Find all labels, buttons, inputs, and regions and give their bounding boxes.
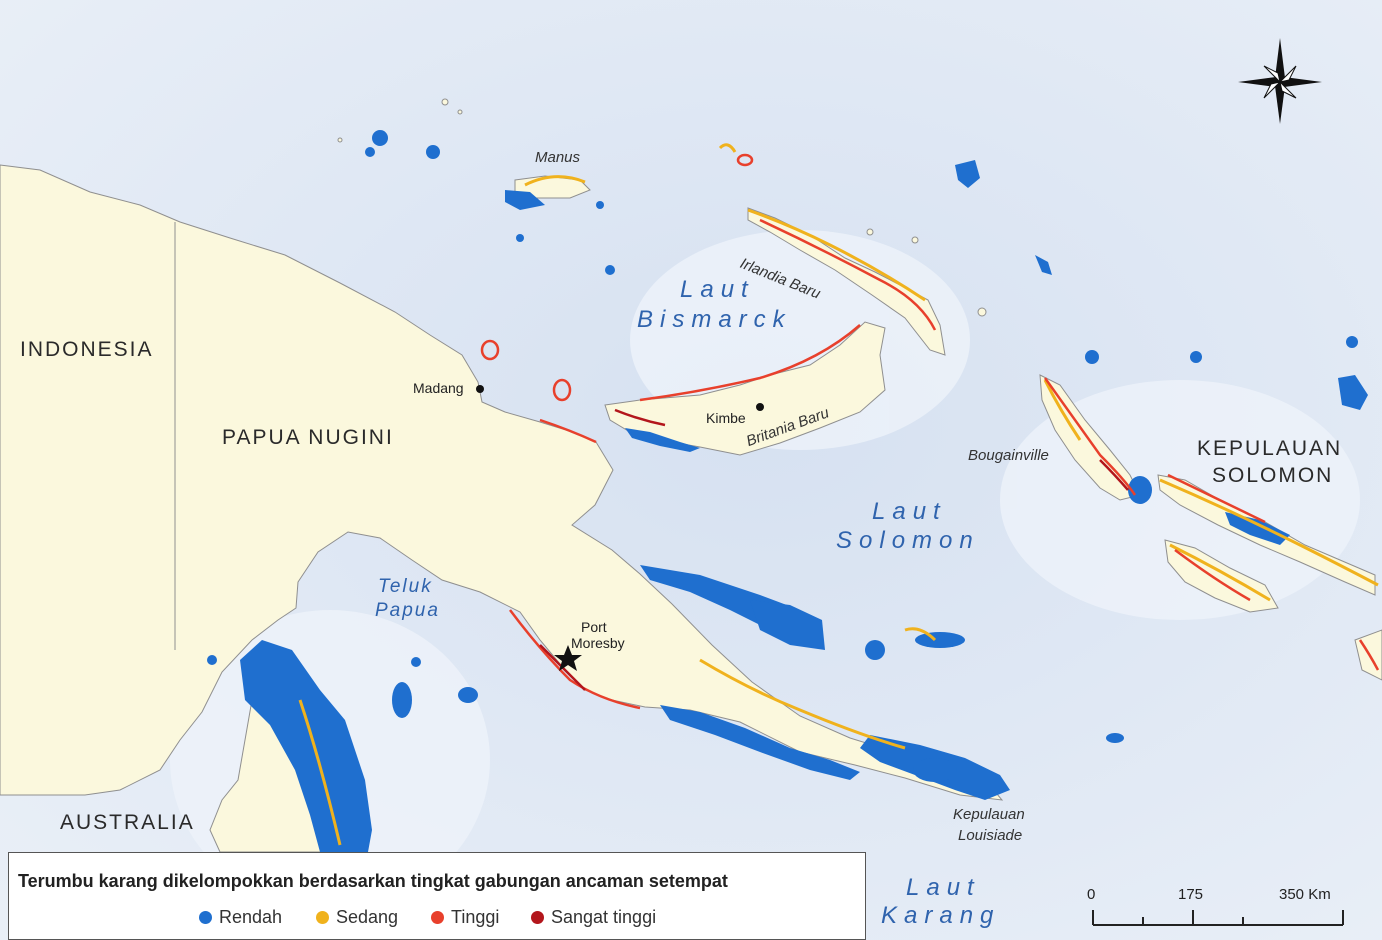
label-kepulauan-solomon-2: SOLOMON bbox=[1212, 464, 1334, 487]
map-legend: Terumbu karang dikelompokkan berdasarkan… bbox=[8, 852, 866, 940]
label-madang: Madang bbox=[413, 380, 464, 396]
legend-item-sangat-tinggi: Sangat tinggi bbox=[531, 907, 656, 928]
reefs-high bbox=[480, 153, 1380, 710]
label-teluk-papua-1: Teluk bbox=[378, 576, 433, 597]
label-laut-solomon-2: Solomon bbox=[836, 527, 980, 554]
scale-label-350: 350 Km bbox=[1279, 886, 1331, 903]
legend-dot-icon bbox=[431, 911, 444, 924]
reefs-low bbox=[207, 130, 1368, 852]
legend-label: Sedang bbox=[336, 907, 399, 927]
label-laut-karang-2: Karang bbox=[881, 902, 1001, 929]
label-laut-karang-1: Laut bbox=[906, 874, 981, 901]
label-indonesia: INDONESIA bbox=[20, 338, 154, 361]
label-laut-bismarck-2: Bismarck bbox=[637, 306, 792, 333]
islets bbox=[337, 98, 987, 317]
port-moresby-star-icon bbox=[554, 645, 582, 671]
legend-item-sedang: Sedang bbox=[316, 907, 398, 928]
legend-item-rendah: Rendah bbox=[199, 907, 282, 928]
scale-label-175: 175 bbox=[1178, 886, 1204, 903]
legend-label: Rendah bbox=[219, 907, 283, 927]
legend-title: Terumbu karang dikelompokkan berdasarkan… bbox=[18, 871, 728, 891]
kimbe-dot-icon bbox=[756, 403, 764, 411]
scale-label-0: 0 bbox=[1087, 886, 1096, 903]
label-kepulauan-solomon-1: KEPULAUAN bbox=[1197, 437, 1343, 460]
legend-label: Sangat tinggi bbox=[551, 907, 657, 927]
label-kimbe: Kimbe bbox=[706, 410, 746, 426]
label-laut-bismarck-1: Laut bbox=[680, 276, 755, 303]
legend-dot-icon bbox=[316, 911, 329, 924]
label-laut-solomon-1: Laut bbox=[872, 498, 947, 525]
legend-dot-icon bbox=[199, 911, 212, 924]
legend-item-tinggi: Tinggi bbox=[431, 907, 499, 928]
label-australia: AUSTRALIA bbox=[60, 811, 195, 834]
compass-rose-icon bbox=[1238, 38, 1322, 124]
label-bougainville: Bougainville bbox=[968, 447, 1049, 464]
label-port-moresby-2: Moresby bbox=[571, 635, 625, 651]
legend-label: Tinggi bbox=[451, 907, 500, 927]
scale-bar bbox=[1092, 910, 1344, 926]
new-ireland bbox=[747, 207, 946, 356]
legend-dot-icon bbox=[531, 911, 544, 924]
label-kepulauan-louisiade-2: Louisiade bbox=[958, 827, 1023, 844]
label-teluk-papua-2: Papua bbox=[375, 600, 440, 621]
label-papua-nugini: PAPUA NUGINI bbox=[222, 426, 394, 449]
reefs-medium bbox=[298, 143, 1379, 846]
label-port-moresby-1: Port bbox=[581, 619, 607, 635]
madang-dot-icon bbox=[476, 385, 484, 393]
label-kepulauan-louisiade-1: Kepulauan bbox=[953, 806, 1025, 823]
label-manus: Manus bbox=[535, 149, 581, 166]
